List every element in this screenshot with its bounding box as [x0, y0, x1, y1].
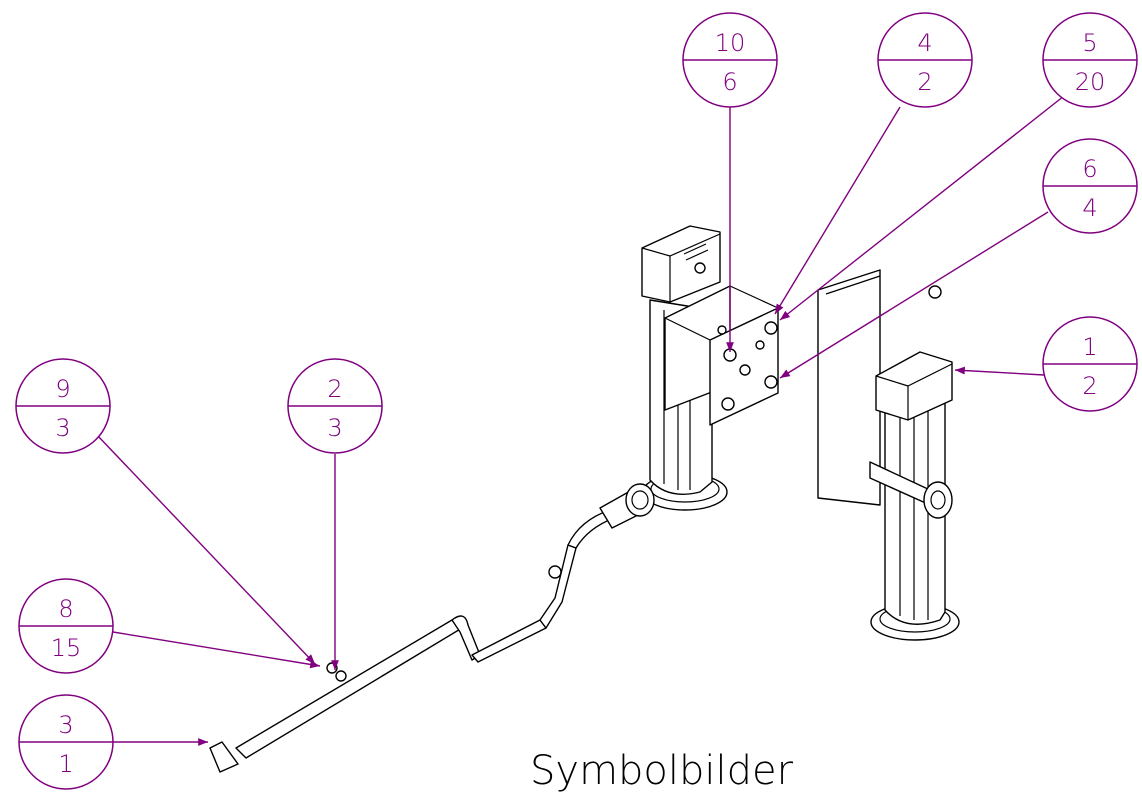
balloon-top-number: 10 [715, 29, 746, 57]
leader-b-9-3 [96, 434, 316, 665]
balloon-5-20: 5 20 [1042, 12, 1138, 108]
balloon-top-number: 9 [55, 375, 70, 403]
balloon-bottom-number: 3 [327, 414, 342, 442]
leader-b-5-20 [779, 95, 1065, 321]
balloon-bottom-number: 2 [1082, 372, 1097, 400]
leader-b-1-2 [954, 366, 1045, 376]
balloon-top-number: 6 [1082, 155, 1097, 183]
balloon-bottom-number: 3 [55, 414, 70, 442]
hose-line [209, 483, 655, 773]
balloon-top-number: 2 [327, 375, 342, 403]
leader-b-8-15 [112, 631, 321, 669]
leader-b-4-2 [774, 106, 901, 315]
balloon-top-number: 3 [58, 711, 73, 739]
balloon-bottom-number: 4 [1082, 194, 1097, 222]
leader-lines [96, 95, 1065, 746]
balloon-6-4: 6 4 [1042, 138, 1138, 234]
balloon-bottom-number: 1 [58, 750, 73, 778]
balloon-1-2: 1 2 [1042, 316, 1138, 412]
balloon-9-3: 9 3 [15, 358, 111, 454]
balloon-top-number: 5 [1082, 29, 1097, 57]
balloon-bottom-number: 2 [917, 68, 932, 96]
balloon-top-number: 8 [58, 595, 73, 623]
balloon-top-number: 1 [1082, 333, 1097, 361]
balloon-10-6: 10 6 [682, 12, 778, 108]
drawing-caption: Symbolbilder [530, 748, 794, 793]
balloon-bottom-number: 20 [1075, 68, 1106, 96]
jack-stand-left [641, 225, 779, 511]
balloon-bottom-number: 15 [51, 634, 82, 662]
balloon-3-1: 3 1 [18, 694, 114, 790]
balloon-top-number: 4 [917, 29, 932, 57]
balloon-8-15: 8 15 [18, 578, 114, 674]
balloon-bottom-number: 6 [722, 68, 737, 96]
jack-stand-right [817, 269, 960, 641]
balloon-2-3: 2 3 [287, 358, 383, 454]
leader-b-6-4 [779, 211, 1049, 379]
balloon-4-2: 4 2 [877, 12, 973, 108]
